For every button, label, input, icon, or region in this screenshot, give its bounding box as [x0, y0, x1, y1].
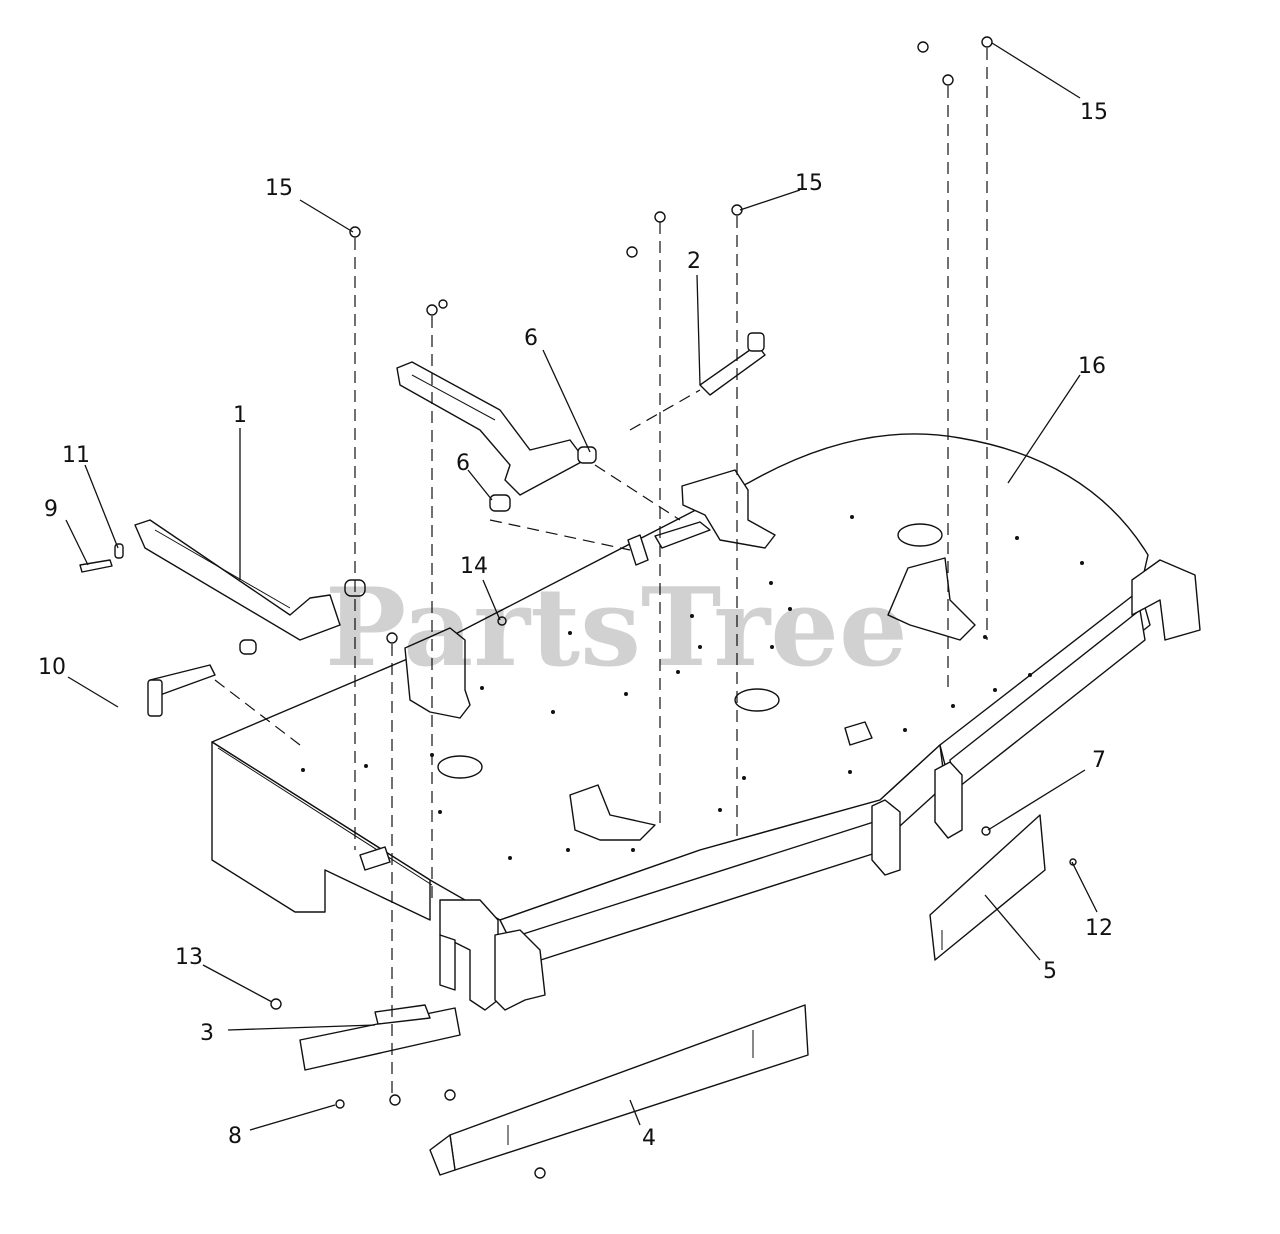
callout-16[interactable]: 16 — [1078, 354, 1106, 379]
spindle-opening-left — [437, 755, 483, 779]
callout-7[interactable]: 7 — [1092, 748, 1106, 773]
leader-lines — [65, 42, 1098, 1131]
deck-bracket-front-center — [569, 784, 656, 841]
callout-1[interactable]: 1 — [233, 403, 247, 428]
deck-bracket-rear-left — [681, 469, 776, 549]
pin-part-10 — [147, 664, 216, 717]
callout-13[interactable]: 13 — [175, 945, 203, 970]
callout-4[interactable]: 4 — [642, 1126, 656, 1151]
callout-2[interactable]: 2 — [687, 249, 701, 274]
bushings-part-6 — [489, 446, 597, 512]
deck-bracket-rear-right — [887, 557, 976, 641]
callout-6-upper[interactable]: 6 — [524, 326, 538, 351]
deck-bracket-front-left — [404, 627, 471, 719]
callout-3[interactable]: 3 — [200, 1021, 214, 1046]
spindle-opening-center — [734, 688, 780, 712]
callout-15-center[interactable]: 15 — [795, 171, 823, 196]
callout-15-right[interactable]: 15 — [1080, 100, 1108, 125]
callout-labels: 1 2 3 4 5 6 6 7 8 9 10 11 12 13 14 15 15… — [38, 100, 1113, 1151]
callout-12[interactable]: 12 — [1085, 916, 1113, 941]
partstree-watermark: PartsTree — [325, 565, 908, 691]
lift-arm-front — [134, 519, 366, 655]
lift-arm-rear — [396, 361, 586, 496]
pivot-rod-part-2 — [699, 332, 766, 396]
hardware-nuts — [270, 36, 1077, 1179]
callout-6-lower[interactable]: 6 — [456, 451, 470, 476]
callout-11[interactable]: 11 — [62, 443, 90, 468]
baffle-part-4 — [429, 1004, 809, 1176]
callout-14[interactable]: 14 — [460, 554, 488, 579]
deck-small-tab — [844, 721, 873, 746]
bolts-part-9-11 — [79, 543, 124, 573]
deck-holes — [301, 515, 1084, 860]
spindle-opening-right — [897, 523, 943, 547]
alignment-lines — [214, 48, 988, 1100]
callout-9[interactable]: 9 — [44, 497, 58, 522]
baffle-part-3 — [299, 1004, 461, 1071]
callout-15-left[interactable]: 15 — [265, 176, 293, 201]
callout-10[interactable]: 10 — [38, 655, 66, 680]
callout-8[interactable]: 8 — [228, 1124, 242, 1149]
callout-5[interactable]: 5 — [1043, 959, 1057, 984]
baffle-part-5 — [929, 814, 1046, 961]
mower-deck-shell — [211, 433, 1201, 1011]
